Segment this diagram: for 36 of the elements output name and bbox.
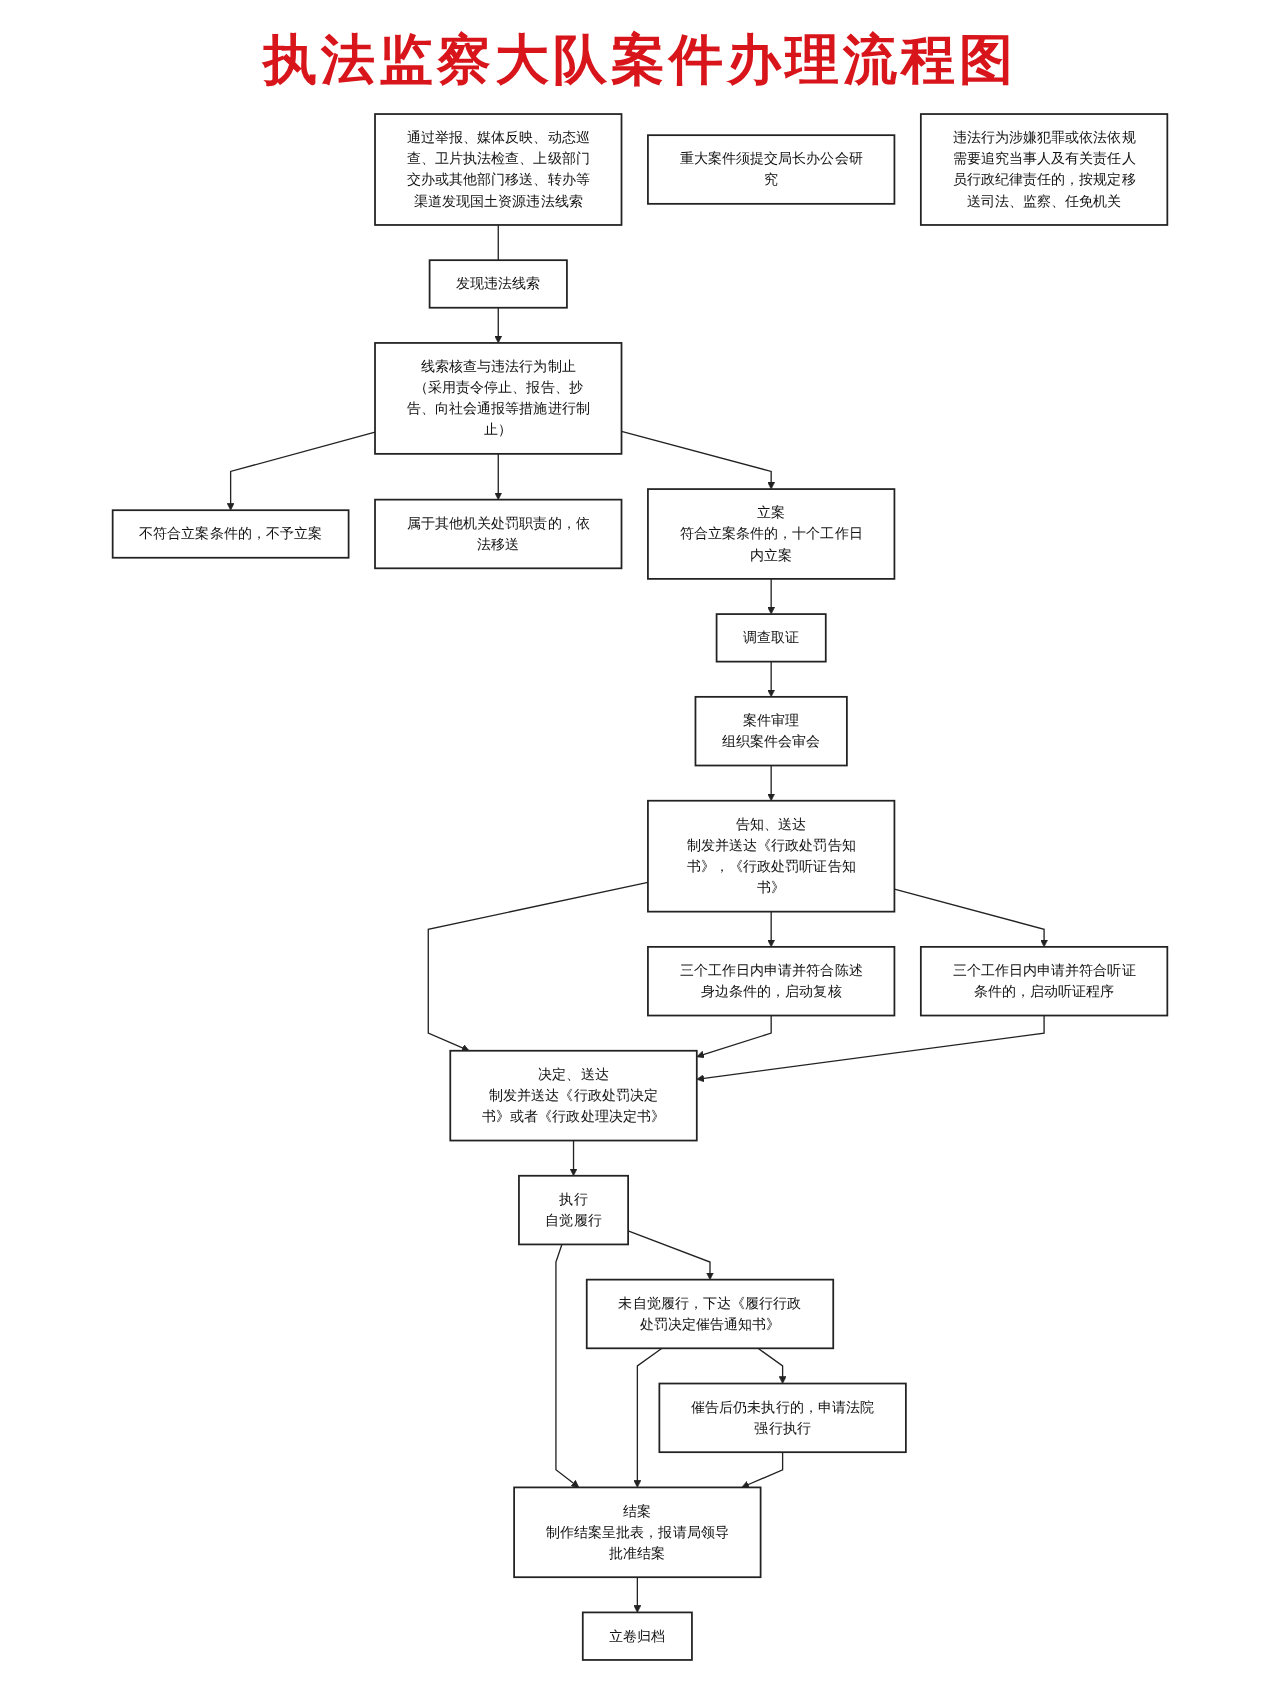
arrow — [633, 1576, 642, 1613]
arrow — [767, 660, 776, 698]
node-box: 三个工作日内申请并符合听证条件的，启动听证程序 — [919, 946, 1169, 1017]
arrow — [767, 578, 776, 615]
arrow — [226, 431, 376, 511]
arrow — [696, 1014, 1045, 1083]
node-box: 线索核查与违法行为制止 （采用责令停止、报告、抄告、向社会通报等措施进行制止） — [374, 342, 623, 455]
node-box: 执行 自觉履行 — [518, 1174, 629, 1246]
node-box: 属于其他机关处罚职责的，依法移送 — [374, 498, 623, 570]
arrow — [767, 911, 776, 948]
arrow — [555, 1243, 580, 1488]
node-box: 立卷归档 — [581, 1611, 693, 1661]
arrow — [494, 453, 503, 500]
node-box: 告知、送达 制发并送达《行政处罚告知书》，《行政处罚听证告知书》 — [647, 799, 896, 913]
arrow — [696, 1014, 772, 1059]
node-box: 催告后仍未执行的，申请法院强行执行 — [658, 1382, 907, 1454]
node-box: 调查取证 — [715, 613, 827, 663]
node-box: 决定、送达 制发并送达《行政处罚决定书》或者《行政处理决定书》 — [449, 1049, 698, 1142]
connector — [497, 224, 499, 261]
node-box: 通过举报、媒体反映、动态巡查、卫片执法检查、上级部门交办或其他部门移送、转办等渠道发现国土资源违法线索 — [374, 113, 623, 226]
node-box: 三个工作日内申请并符合陈述身边条件的，启动复核 — [647, 946, 896, 1017]
arrow — [767, 764, 776, 802]
diagram-title: 执法监察大队案件办理流程图 — [261, 27, 1018, 93]
node-box: 未自觉履行，下达《履行行政处罚决定催告通知书》 — [585, 1278, 835, 1350]
node-box: 案件审理 组织案件会审会 — [694, 695, 848, 767]
arrow — [741, 1451, 784, 1489]
node-box: 重大案件须提交局长办公会研究 — [647, 134, 896, 205]
node-box: 发现违法线索 — [428, 259, 568, 309]
arrow — [494, 307, 503, 344]
arrow — [757, 1347, 787, 1384]
node-box: 结案 制作结案呈批表，报请局领导批准结案 — [513, 1486, 762, 1579]
node-box: 不符合立案条件的，不予立案 — [111, 509, 350, 559]
arrow — [633, 1347, 663, 1488]
node-box: 违法行为涉嫌犯罪或依法依规需要追究当事人及有关责任人员行政纪律责任的，按规定移送司法、监察、任免机关 — [919, 113, 1169, 226]
arrow — [569, 1139, 578, 1177]
node-box: 立案 符合立案条件的，十个工作日内立案 — [647, 488, 896, 580]
